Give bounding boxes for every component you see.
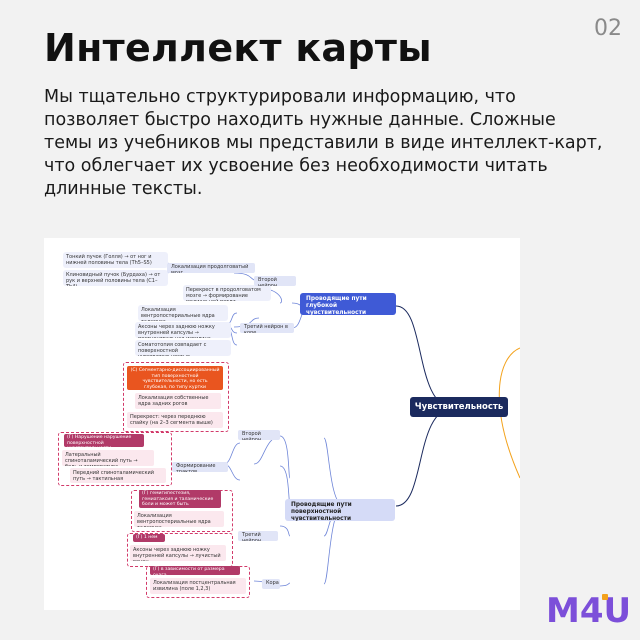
leaf-lateral-spinothalamic: Латеральный спиноталамический путь → бол…	[62, 450, 154, 466]
branch-deep-sensitivity: Проводящие пути глубокой чувствительност…	[300, 293, 396, 315]
hub-cortex: Кора	[262, 579, 280, 589]
leaf-anterior-spinothalamic: Передний спиноталамический путь → тактил…	[70, 468, 166, 483]
note-surface-lesion: (Г) Нарушение нарушение поверхностной чу…	[64, 434, 144, 447]
hub-third-neuron-surface: Третий нейрон	[238, 531, 278, 541]
leaf-axons-deep: Аксоны через заднюю ножку внутренней кап…	[135, 322, 231, 338]
leaf-thalamus-deep: Локализация вентропостериальные ядра тал…	[138, 305, 228, 321]
leaf-axons-surface: Аксоны через заднюю ножку внутренней кап…	[130, 545, 226, 561]
logo-text: M4U	[546, 591, 630, 631]
hub-second-neuron-surface: Второй нейрон	[238, 430, 280, 440]
hub-loc-medulla: Локализация продолговатый мозг	[167, 263, 255, 273]
leaf-anterior-commissure: Перекрест: через переднюю спайку (на 2–3…	[127, 412, 223, 428]
hub-third-neuron-cortex: Третий нейрон в коре	[240, 323, 294, 333]
mindmap-connectors	[153, 257, 520, 587]
leaf-postcentral-gyrus: Локализация постцентральная извилина (по…	[150, 578, 246, 594]
leaf-burdach-bundle: Клиновидный пучок (Бурдаха) → от рук и в…	[63, 270, 168, 286]
leaf-goll-bundle: Тонкий пучок (Голля) → от ног и нижней п…	[63, 252, 168, 268]
group-second-neuron-details	[123, 362, 229, 432]
brand-logo: M4U	[546, 591, 630, 631]
page-description: Мы тщательно структурировали информацию,…	[44, 87, 603, 199]
note-hemianesthesia: (Г) гемигипестезия, гемиатаксия и талами…	[139, 490, 221, 508]
leaf-medial-lemniscus: Перекрест в продолговатом мозге → формир…	[183, 285, 271, 301]
note-segmental-type: (C) Сегментарно-диссоциированный тип пов…	[127, 366, 223, 390]
hub-tract-formation: Формирование трактов	[172, 462, 228, 472]
root-node: Чувствительность	[410, 397, 508, 417]
hub-second-neuron-deep: Второй нейрон	[254, 276, 296, 286]
leaf-posterior-horn: Локализация собственные ядра задних рого…	[135, 393, 221, 409]
group-tracts	[58, 432, 172, 486]
leaf-somatotopy: Соматотопия совпадает с поверхностной чу…	[135, 340, 231, 356]
leaf-thalamus-surface: Локализация вентропостериальные ядра тал…	[134, 511, 224, 527]
page-number: 02	[594, 16, 622, 41]
page-title: Интеллект карты	[44, 26, 432, 70]
branch-surface-sensitivity: Проводящие пути поверхностной чувствител…	[285, 499, 395, 521]
note-one-sided: (Г) 1 нем	[133, 534, 165, 542]
note-lesion-size: (Г) в зависимости от размера очага	[150, 566, 240, 575]
